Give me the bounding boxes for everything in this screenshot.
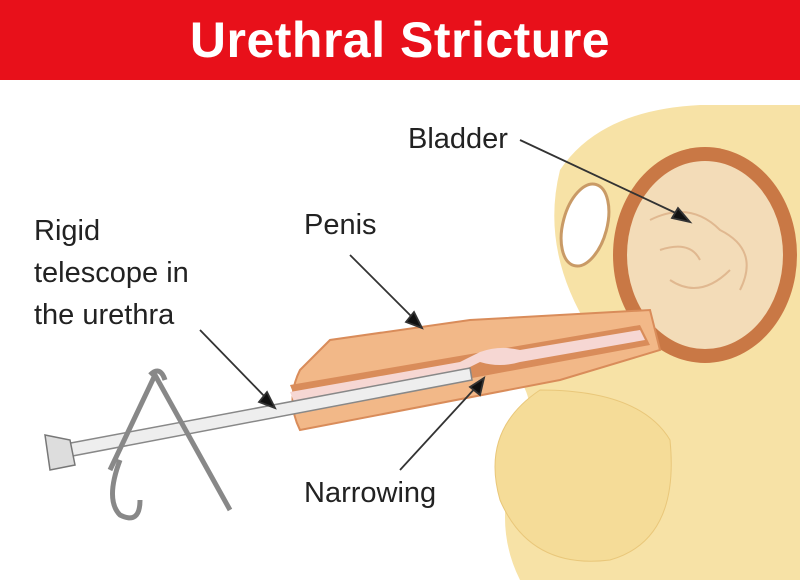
telescope-handle [107, 368, 233, 521]
telescope-eyepiece [44, 434, 76, 471]
label-penis: Penis [304, 209, 377, 241]
label-telescope-line2: telescope in [34, 257, 189, 289]
anatomy-illustration [44, 105, 800, 580]
label-bladder: Bladder [408, 123, 508, 155]
scrotum [494, 389, 672, 562]
label-telescope-line1: Rigid [34, 215, 101, 247]
pubic-bone [559, 182, 611, 268]
label-rigid-telescope: Rigid telescope in the urethra [34, 210, 189, 336]
title-banner: Urethral Stricture [0, 0, 800, 80]
label-narrowing: Narrowing [304, 477, 437, 509]
label-telescope-line3: the urethra [34, 299, 175, 331]
page-title: Urethral Stricture [189, 12, 611, 68]
